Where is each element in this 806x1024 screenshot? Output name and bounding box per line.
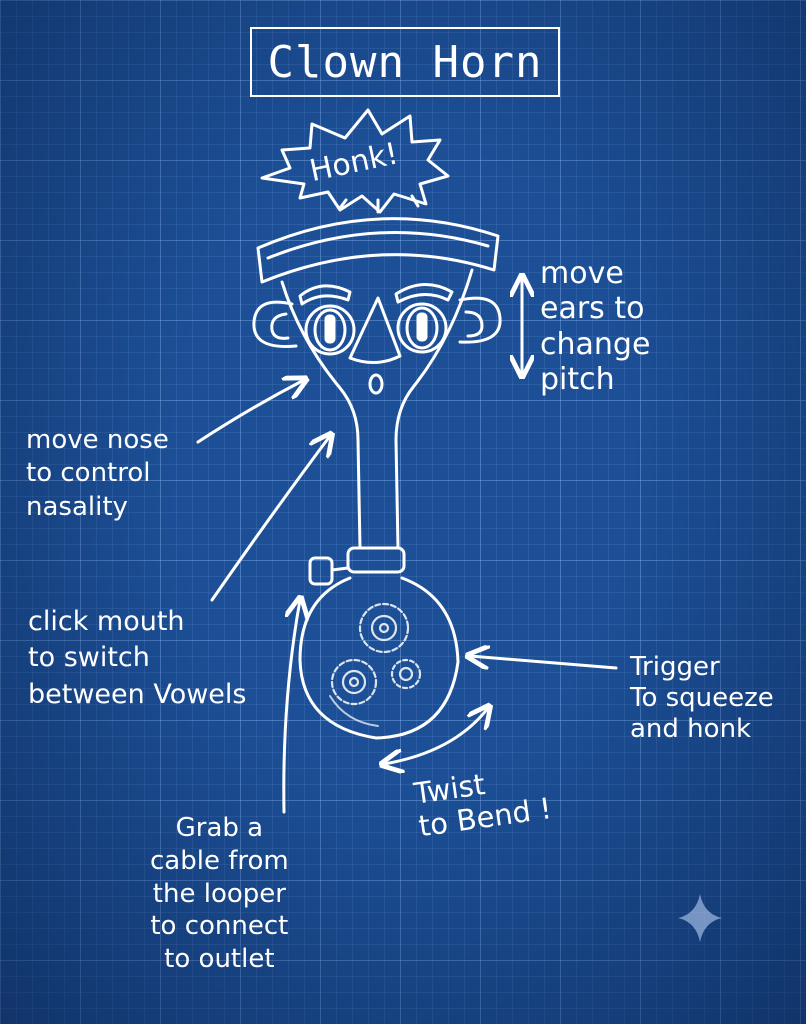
- cable-annotation: Grab a cable from the looper to connect …: [150, 813, 289, 974]
- right-eyebrow: [394, 283, 454, 304]
- gear-medium-hub: [341, 669, 367, 695]
- trigger-annotation: Trigger To squeeze and honk: [630, 652, 774, 745]
- gear-small-hub: [398, 666, 414, 682]
- page-title: Clown Horn: [267, 36, 543, 88]
- honk-sound-line: [410, 194, 420, 208]
- gear-small: [390, 658, 422, 690]
- horn-collar: [346, 546, 406, 574]
- gears: [330, 602, 422, 706]
- gear-medium: [330, 658, 378, 706]
- nose-annotation: move nose to control nasality: [26, 425, 169, 522]
- horn-bell: [256, 217, 500, 284]
- left-ear: [252, 300, 298, 348]
- left-eyebrow: [298, 284, 352, 306]
- nose: [348, 296, 402, 364]
- mouth-annotation: click mouth to switch between Vowels: [28, 606, 247, 710]
- left-ear-inner: [270, 312, 290, 340]
- right-eye: [396, 302, 448, 354]
- mouth: [368, 373, 384, 395]
- left-eye-inner: [313, 308, 347, 352]
- title-box: Clown Horn: [250, 27, 560, 97]
- sparkle-icon: [678, 894, 722, 942]
- left-pupil: [324, 314, 336, 344]
- horn-bell-rim: [256, 217, 500, 284]
- twist-arrow: [384, 708, 488, 764]
- horn-funnel: [280, 268, 474, 550]
- nose-arrow: [196, 380, 304, 444]
- bulb-outline: [298, 576, 460, 740]
- trigger-arrow: [470, 656, 618, 668]
- gear-large: [358, 602, 410, 654]
- honk-burst: Honk!: [260, 108, 450, 214]
- honk-burst-shape: [260, 108, 450, 214]
- gear-large-center: [378, 622, 390, 634]
- right-pupil: [416, 312, 428, 342]
- left-eye: [304, 304, 356, 356]
- bulb-highlight: [329, 695, 379, 727]
- mouth-arrow: [210, 436, 330, 602]
- horn-bell-inner: [266, 231, 490, 260]
- gear-medium-center: [348, 676, 360, 688]
- collar-knob: [308, 556, 334, 586]
- right-ear-inner: [464, 310, 484, 338]
- right-eye-inner: [405, 306, 439, 350]
- right-ear: [458, 296, 502, 344]
- ears-annotation: move ears to change pitch: [540, 256, 651, 398]
- gear-large-hub: [370, 614, 398, 642]
- honk-text: Honk!: [307, 136, 402, 189]
- squeeze-bulb: [298, 576, 460, 740]
- cable-arrow: [282, 600, 300, 814]
- collar-knob-stem: [330, 566, 350, 572]
- honk-sound-line: [338, 198, 348, 210]
